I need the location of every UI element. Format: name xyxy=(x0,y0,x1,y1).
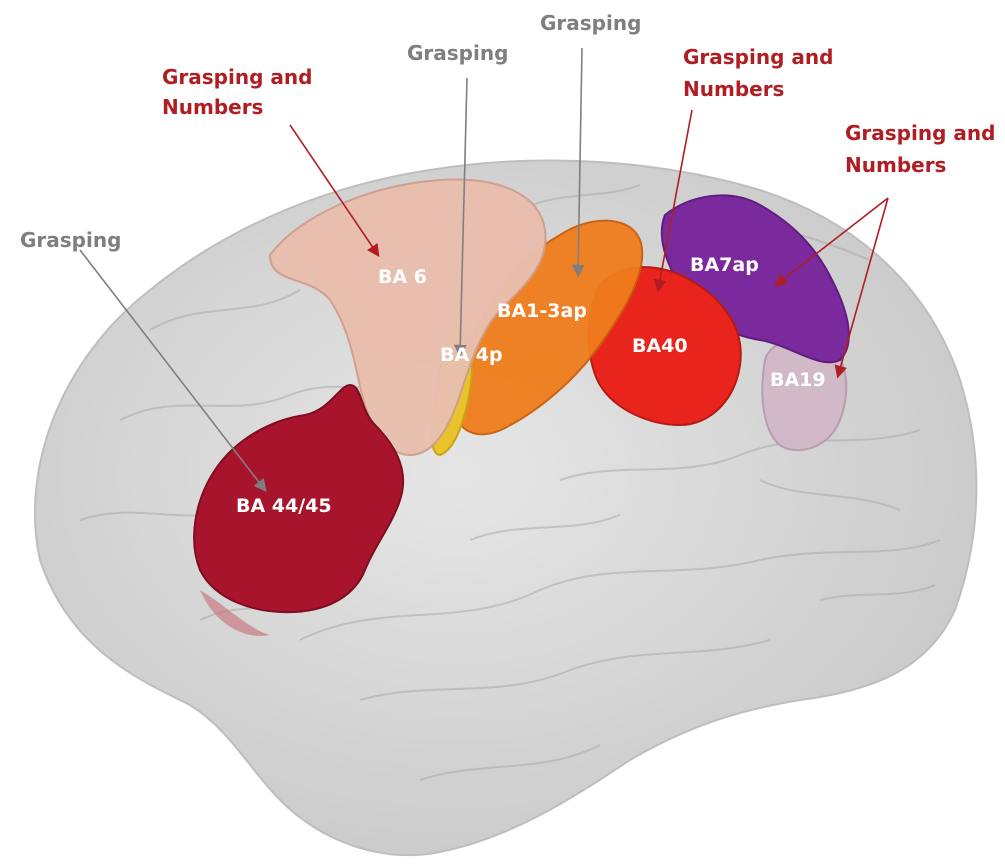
callout-top-grasping-2: Grasping xyxy=(540,11,641,35)
callout-ba6-line1: Grasping and xyxy=(162,65,312,89)
label-ba40: BA40 xyxy=(632,335,688,357)
label-ba19: BA19 xyxy=(770,369,826,391)
label-ba44-45: BA 44/45 xyxy=(236,495,332,517)
callout-left-grasping: Grasping xyxy=(20,228,121,252)
label-ba6: BA 6 xyxy=(378,266,427,288)
label-ba1-3ap: BA1-3ap xyxy=(497,300,587,322)
callout-ba40-line1: Grasping and xyxy=(683,45,833,69)
callout-ba40-line2: Numbers xyxy=(683,77,784,101)
callout-right-line2: Numbers xyxy=(845,153,946,177)
callout-ba6-line2: Numbers xyxy=(162,95,263,119)
label-ba4p: BA 4p xyxy=(440,344,503,366)
label-ba7ap: BA7ap xyxy=(690,254,759,276)
callout-top-grasping-1: Grasping xyxy=(407,41,508,65)
callout-right-line1: Grasping and xyxy=(845,121,995,145)
